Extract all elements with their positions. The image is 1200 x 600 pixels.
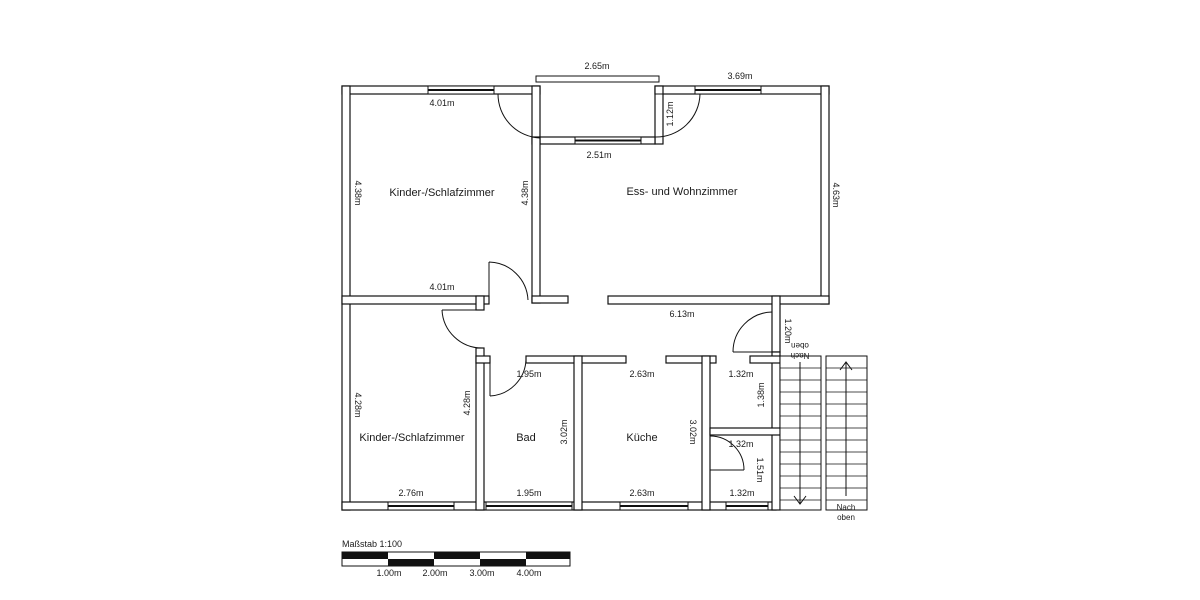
dim-bottom-small: 1.32m [729,488,754,498]
dim-kueche-top: 2.63m [629,369,654,379]
room-label-kueche: Küche [626,432,657,444]
dim-small-room-height: 1.38m [756,382,766,407]
room-label-kinder-bottom: Kinder-/Schlafzimmer [359,432,464,444]
room-label-ess-wohn: Ess- und Wohnzimmer [626,186,737,198]
dim-small-room2-height: 1.51m [755,457,765,482]
dim-kinder-bottom-right-height: 4.28m [462,390,472,415]
dim-bad-height: 3.02m [559,419,569,444]
scale-tick-1: 1.00m [376,568,401,578]
dim-kinder-bottom-left-height: 4.28m [353,392,363,417]
dim-kinder-top-bottom: 4.01m [429,282,454,292]
dim-balcony-inner: 2.51m [586,150,611,160]
dim-bad-top: 1.95m [516,369,541,379]
dimension-labels: 2.65m 3.69m 4.01m 1.12m 2.51m 4.38m 4.38… [353,61,841,498]
scale-title: Maßstab 1:100 [342,539,402,549]
dim-bottom-kueche: 2.63m [629,488,654,498]
dim-balcony-width: 2.65m [584,61,609,71]
dim-hall-right-height: 1.20m [783,318,793,343]
room-labels: Kinder-/Schlafzimmer Ess- und Wohnzimmer… [359,186,737,444]
dim-small-room2-top: 1.32m [728,439,753,449]
dim-balcony-depth: 1.12m [665,101,675,126]
stair-left-label-line1: Nach [791,351,810,360]
dim-top-left-window: 4.01m [429,98,454,108]
scale-tick-3: 3.00m [469,568,494,578]
stair-labels: Nach oben Nach oben [791,341,856,522]
dim-kinder-top-inner-height: 4.38m [520,180,530,205]
scale-bar: Maßstab 1:100 1.00m 2.00m 3.00m 4.00m [341,539,571,578]
dim-small-room-top: 1.32m [728,369,753,379]
windows [387,75,769,511]
dim-bottom-bad: 1.95m [516,488,541,498]
walls [341,85,830,511]
doors [441,93,773,471]
stair-left-label-line2: oben [791,341,809,350]
room-label-kinder-top: Kinder-/Schlafzimmer [389,187,494,199]
dim-kueche-height: 3.02m [688,419,698,444]
stair-right-label-line1: Nach [837,503,856,512]
stair-right-label-line2: oben [837,513,855,522]
stairs [779,355,868,511]
dim-hall-width: 6.13m [669,309,694,319]
scale-tick-4: 4.00m [516,568,541,578]
room-label-bad: Bad [516,432,536,444]
dim-top-right-window: 3.69m [727,71,752,81]
dim-bottom-kinder: 2.76m [398,488,423,498]
dim-wohn-height: 4.63m [831,182,841,207]
dim-kinder-top-height: 4.38m [353,180,363,205]
scale-tick-2: 2.00m [422,568,447,578]
